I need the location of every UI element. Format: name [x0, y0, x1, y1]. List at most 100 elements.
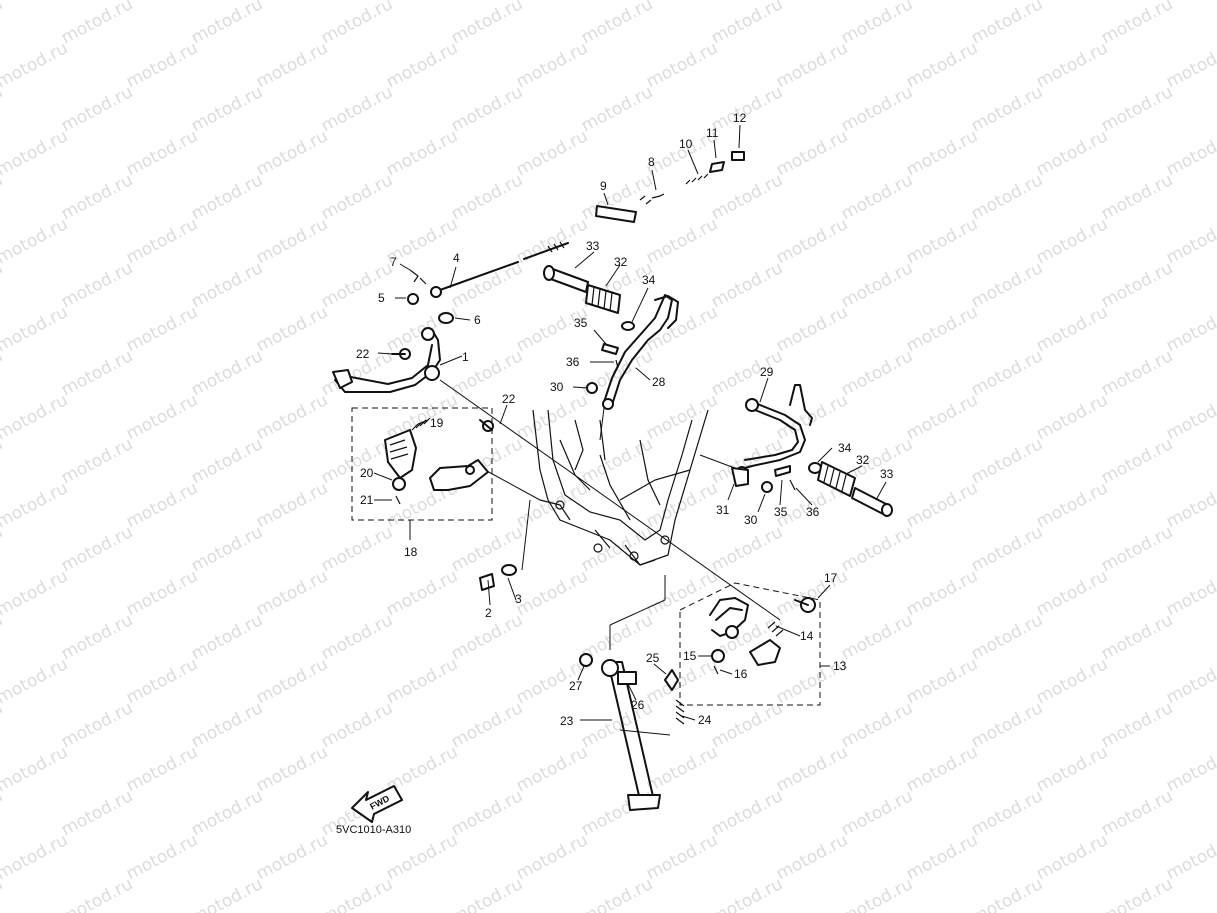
watermark-text: motod.ru [578, 82, 656, 136]
callout-17: 17 [824, 571, 838, 585]
watermark-text: motod.ru [1098, 874, 1176, 913]
watermark-text: motod.ru [968, 0, 1046, 48]
watermark-text: motod.ru [773, 742, 851, 796]
watermark-text: motod.ru [253, 214, 331, 268]
watermark-text: motod.ru [968, 346, 1046, 400]
watermark-text: motod.ru [1163, 478, 1217, 532]
watermark-text: motod.ru [383, 0, 461, 4]
watermark-text: motod.ru [0, 830, 71, 884]
watermark-text: motod.ru [903, 566, 981, 620]
watermark-text: motod.ru [0, 126, 71, 180]
watermark-text: motod.ru [1098, 82, 1176, 136]
watermark-text: motod.ru [253, 478, 331, 532]
watermark-text: motod.ru [708, 786, 786, 840]
watermark-text: motod.ru [58, 434, 136, 488]
callouts: 1 2 3 4 5 6 7 8 9 10 11 12 13 14 15 16 1… [356, 111, 894, 728]
watermark-text: motod.ru [0, 214, 71, 268]
watermark-text: motod.ru [1098, 258, 1176, 312]
watermark-text: motod.ru [1163, 830, 1217, 884]
frame [532, 409, 709, 566]
callout-34: 34 [642, 273, 656, 287]
watermark-text: motod.ru [708, 82, 786, 136]
watermark-text: motod.ru [58, 0, 136, 48]
watermark-text: motod.ru [838, 258, 916, 312]
watermark-text: motod.ru [1033, 214, 1111, 268]
watermark-text: motod.ru [58, 698, 136, 752]
watermark-text: motod.ru [513, 742, 591, 796]
watermark-text: motod.ru [1098, 522, 1176, 576]
callout-28: 28 [652, 375, 666, 389]
watermark-text: motod.ru [123, 126, 201, 180]
callout-9: 9 [600, 179, 607, 193]
watermark-text: motod.ru [383, 566, 461, 620]
watermark-text: motod.ru [903, 478, 981, 532]
callout-35: 35 [774, 505, 788, 519]
watermark-text: motod.ru [708, 522, 786, 576]
callout-30: 30 [550, 380, 564, 394]
watermark-text: motod.ru [643, 302, 721, 356]
watermark-text: motod.ru [318, 82, 396, 136]
watermark-text: motod.ru [1033, 478, 1111, 532]
callout-22: 22 [502, 392, 516, 406]
watermark-text: motod.ru [578, 522, 656, 576]
watermark-text: motod.ru [1098, 786, 1176, 840]
watermark-text: motod.ru [578, 874, 656, 913]
callout-10: 10 [679, 137, 693, 151]
watermark-text: motod.ru [58, 786, 136, 840]
watermark-text: motod.ru [0, 742, 71, 796]
watermark-text: motod.ru [123, 214, 201, 268]
rear-footrest-left [543, 265, 679, 410]
callout-33: 33 [880, 467, 894, 481]
watermark-text: motod.ru [253, 566, 331, 620]
watermark-text: motod.ru [188, 874, 266, 913]
watermark-text: motod.ru [0, 654, 71, 708]
watermark-text: motod.ru [643, 214, 721, 268]
watermark-text: motod.ru [1033, 566, 1111, 620]
callout-33: 33 [586, 239, 600, 253]
watermark-text: motod.ru [1033, 126, 1111, 180]
watermark-text: motod.ru [0, 38, 71, 92]
watermark-text: motod.ru [903, 126, 981, 180]
watermark-text: motod.ru [968, 522, 1046, 576]
callout-35: 35 [574, 316, 588, 330]
watermark-text: motod.ru [383, 126, 461, 180]
callout-24: 24 [698, 713, 712, 727]
watermark-text: motod.ru [448, 82, 526, 136]
watermark-text: motod.ru [123, 302, 201, 356]
watermark-text: motod.ru [903, 830, 981, 884]
watermark-text: motod.ru [383, 38, 461, 92]
callout-36: 36 [806, 505, 820, 519]
watermark-text: motod.ru [643, 38, 721, 92]
callout-36: 36 [566, 355, 580, 369]
watermark-text: motod.ru [253, 654, 331, 708]
watermark-text: motod.ru [253, 302, 331, 356]
diagram-code: 5VC1010-A310 [336, 824, 411, 836]
callout-14: 14 [800, 629, 814, 643]
watermark-text: motod.ru [58, 874, 136, 913]
watermark-text: motod.ru [1098, 346, 1176, 400]
watermark-text: motod.ru [383, 830, 461, 884]
sidestand [579, 653, 685, 811]
watermark-text: motod.ru [903, 654, 981, 708]
watermark-text: motod.ru [643, 478, 721, 532]
watermark-text: motod.ru [253, 38, 331, 92]
callout-19: 19 [430, 416, 444, 430]
watermark-text: motod.ru [58, 346, 136, 400]
watermark-text: motod.ru [903, 0, 981, 4]
watermark-text: motod.ru [123, 566, 201, 620]
watermark-text: motod.ru [1033, 654, 1111, 708]
watermark-text: motod.ru [838, 170, 916, 224]
callout-4: 4 [453, 251, 460, 265]
watermark-text: motod.ru [123, 830, 201, 884]
watermark-text: motod.ru [643, 0, 721, 4]
watermark-text: motod.ru [773, 126, 851, 180]
callout-30: 30 [744, 513, 758, 527]
watermark-text: motod.ru [448, 874, 526, 913]
callout-34: 34 [838, 441, 852, 455]
watermark-text: motod.ru [253, 830, 331, 884]
watermark-text: motod.ru [903, 214, 981, 268]
watermark-text: motod.ru [708, 346, 786, 400]
watermark-text: motod.ru [58, 170, 136, 224]
